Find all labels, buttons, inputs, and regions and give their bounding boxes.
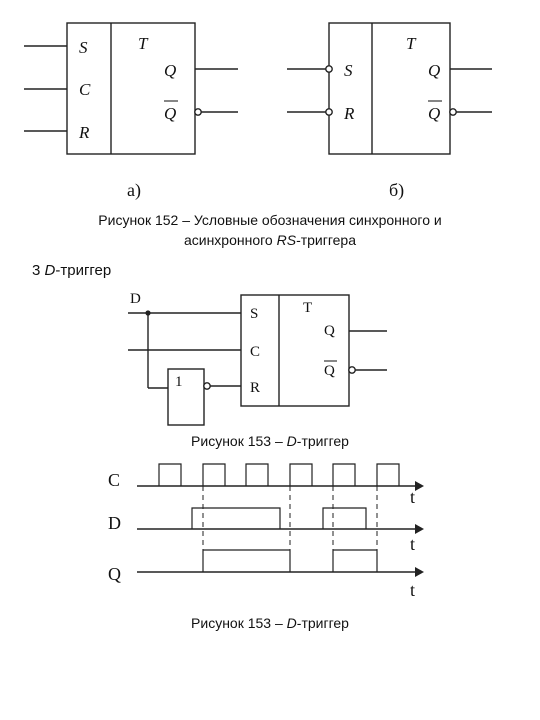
section-heading: 3 D-триггер <box>32 262 111 279</box>
async-block-body <box>328 22 451 155</box>
inverter-label: 1 <box>175 374 183 390</box>
axis-q-t-label: t <box>410 580 415 600</box>
section-heading-text: -триггер <box>55 262 112 279</box>
caption-153-timing: Рисунок 153 – D-триггер <box>0 615 540 631</box>
sublabel-a: а) <box>127 180 141 201</box>
caption-152-line2-text: асинхронного <box>183 232 277 248</box>
d-output-q-label: Q <box>324 323 335 339</box>
signal-label-d: D <box>108 513 121 533</box>
caption-153-timing-suffix: -триггер <box>296 615 349 631</box>
inverter-body <box>167 368 205 426</box>
section-number: 3 <box>32 262 45 279</box>
inverter-bubble <box>203 382 211 390</box>
caption-153-circuit: Рисунок 153 – D-триггер <box>0 433 540 449</box>
d-input-s-label: S <box>250 306 258 322</box>
timing-diagram: C D Q t t t <box>108 463 424 600</box>
d-output-qbar-label: Q <box>324 363 335 379</box>
d-input-c-label: C <box>250 344 260 360</box>
async-title-label: T <box>406 34 417 53</box>
async-input-r-label: R <box>343 104 355 123</box>
axis-d-t-label: t <box>410 534 415 554</box>
axis-q-arrow <box>415 567 424 577</box>
wave-q-pulses <box>202 549 378 572</box>
sync-input-s-label: S <box>79 38 88 57</box>
async-input-s-bubble <box>325 65 333 73</box>
axis-c-t-label: t <box>410 487 415 507</box>
signal-label-q: Q <box>108 564 121 584</box>
caption-152-line2-suffix: -триггера <box>296 232 357 248</box>
sync-output-q-label: Q <box>164 61 176 80</box>
sync-rs-trigger: T S C R Q Q <box>24 22 238 155</box>
async-input-r-bubble <box>325 108 333 116</box>
axis-c-arrow <box>415 481 424 491</box>
caption-153-circuit-emphasis: D <box>286 433 297 449</box>
async-inversion-bubble <box>449 108 457 116</box>
sync-inversion-bubble <box>194 108 202 116</box>
sync-input-r-label: R <box>78 123 90 142</box>
signal-label-c: C <box>108 470 120 490</box>
d-input-r-label: R <box>250 380 260 396</box>
d-block-body <box>240 294 350 407</box>
caption-152-line2: асинхронного RS-триггера <box>0 232 540 248</box>
caption-152-line2-emphasis: RS <box>276 232 297 248</box>
sync-output-qbar-label: Q <box>164 104 176 123</box>
sublabel-b: б) <box>389 180 404 201</box>
async-rs-trigger: T S R Q Q <box>287 22 492 155</box>
caption-153-timing-emphasis: D <box>286 615 297 631</box>
caption-152-line1: Рисунок 152 – Условные обозначения синхр… <box>98 212 442 228</box>
caption-153-circuit-prefix: Рисунок 153 – <box>191 433 287 449</box>
d-input-label: D <box>130 291 141 307</box>
axis-d-arrow <box>415 524 424 534</box>
async-input-s-label: S <box>344 61 353 80</box>
async-output-qbar-label: Q <box>428 104 440 123</box>
d-output-bubble <box>348 366 356 374</box>
async-output-q-label: Q <box>428 61 440 80</box>
sync-title-label: T <box>138 34 149 53</box>
d-trigger-circuit: D 1 T S C R Q Q <box>128 291 387 426</box>
caption-153-circuit-suffix: -триггер <box>296 433 349 449</box>
wave-c-pulses <box>158 463 400 486</box>
section-heading-emphasis: D <box>44 262 56 279</box>
caption-153-timing-prefix: Рисунок 153 – <box>191 615 287 631</box>
sync-input-c-label: C <box>79 80 91 99</box>
d-title-label: T <box>303 300 312 316</box>
wave-d-pulses <box>191 507 367 529</box>
